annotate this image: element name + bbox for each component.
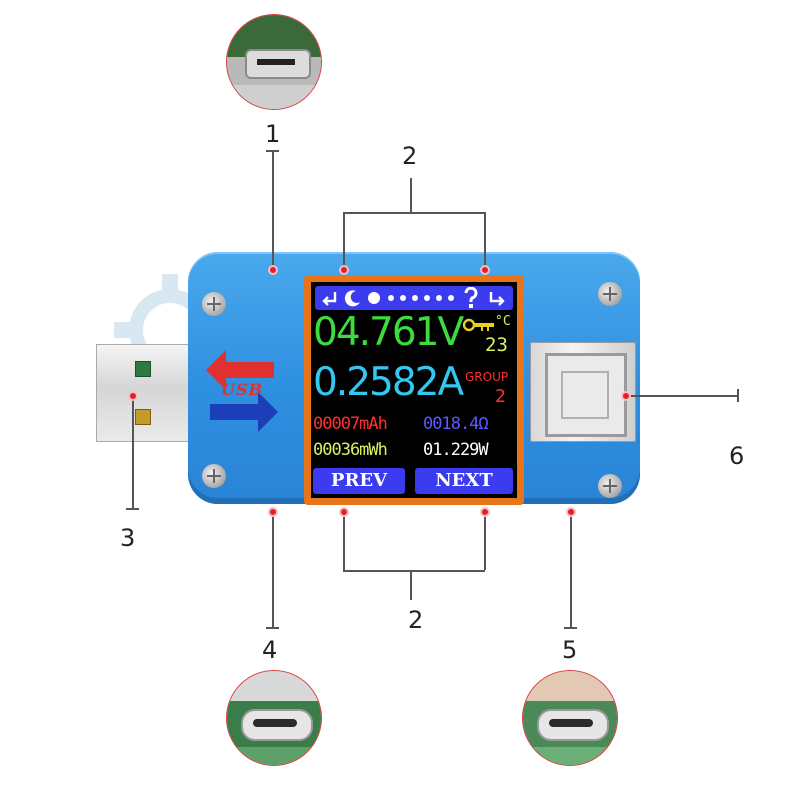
screw-bottom-right	[598, 474, 622, 498]
micro-usb-detail-image	[226, 14, 322, 110]
temp-value: 23	[485, 334, 508, 356]
group-label: GROUP	[465, 370, 509, 384]
callout-dot-2-top-left	[339, 265, 349, 275]
screw-top-left	[202, 292, 226, 316]
voltage-readout: 04.761V	[313, 310, 464, 355]
leader-tick-6	[737, 389, 739, 402]
leader-line-1	[272, 150, 274, 270]
thermometer-key-icon	[463, 318, 494, 332]
forward-arrow-icon	[489, 292, 505, 306]
group-value: 2	[495, 386, 506, 407]
moon-icon	[344, 290, 360, 307]
screw-bottom-left	[202, 464, 226, 488]
callout-dot-6	[621, 391, 631, 401]
leader-line-6	[626, 395, 738, 397]
bracket-2-bottom-h	[343, 570, 485, 572]
callout-dot-4	[268, 507, 278, 517]
usb-c-detail-image-left	[226, 670, 322, 766]
next-button[interactable]: NEXT	[415, 468, 513, 494]
leader-tick-1	[266, 150, 279, 152]
bracket-2-top-left	[343, 212, 345, 268]
callout-dot-3	[128, 391, 138, 401]
callout-dot-2-top-right	[480, 265, 490, 275]
bracket-2-top-stem	[410, 178, 412, 212]
energy-mwh: 00036mWh	[313, 440, 388, 460]
leader-tick-3	[126, 508, 139, 510]
brightness-icon	[368, 292, 454, 304]
screw-top-right	[598, 282, 622, 306]
callout-label-6: 6	[729, 442, 745, 470]
callout-dot-5	[566, 507, 576, 517]
usb-arrows-logo-icon	[206, 350, 278, 432]
leader-line-3	[132, 396, 134, 508]
lcd-screen: 04.761V °C 23 0.2582A GROUP 2 00007mAh 0…	[311, 282, 517, 498]
resistance: 0018.4Ω	[423, 414, 489, 434]
bracket-2-bottom-stem	[410, 570, 412, 600]
usb-a-plug	[96, 344, 194, 442]
bracket-2-bottom-right	[484, 514, 486, 570]
usb-logo-text: USB	[220, 380, 264, 399]
power: 01.229W	[423, 440, 489, 460]
capacity-mah: 00007mAh	[313, 414, 388, 434]
back-arrow-icon	[322, 292, 337, 306]
callout-label-1: 1	[265, 120, 281, 148]
prev-button[interactable]: PREV	[313, 468, 405, 494]
usb-c-detail-image-right	[522, 670, 618, 766]
usb-a-female-port	[530, 342, 636, 442]
bracket-2-bottom-left	[343, 514, 345, 570]
callout-label-3: 3	[120, 524, 136, 552]
callout-label-2-top: 2	[402, 142, 418, 170]
current-readout: 0.2582A	[313, 360, 464, 405]
callout-label-2-bottom: 2	[408, 606, 424, 634]
leader-line-4	[272, 512, 274, 628]
callout-label-4: 4	[262, 636, 278, 664]
bracket-2-top-h	[343, 212, 485, 214]
callout-dot-1	[268, 265, 278, 275]
temp-unit: °C	[495, 314, 511, 329]
callout-dot-2-bottom-left	[339, 507, 349, 517]
leader-line-5	[570, 512, 572, 628]
bracket-2-top-right	[484, 212, 486, 268]
callout-dot-2-bottom-right	[480, 507, 490, 517]
question-icon	[464, 287, 478, 308]
leader-tick-4	[266, 627, 279, 629]
callout-label-5: 5	[562, 636, 578, 664]
leader-tick-5	[564, 627, 577, 629]
